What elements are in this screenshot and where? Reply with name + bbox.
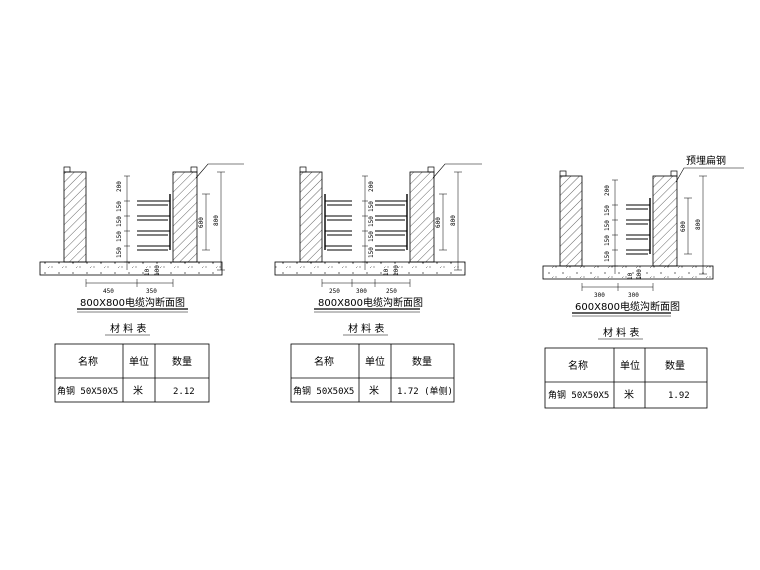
svg-text:100: 100	[154, 265, 161, 276]
svg-text:200: 200	[604, 185, 611, 196]
material-table-3: 材 料 表 名称 单位 数量 角钢 50X50X5 米 1.92	[544, 326, 708, 409]
dim-labels: 200 150 150 150 150 100 10 800 600 300 3…	[594, 185, 702, 299]
svg-text:300: 300	[628, 292, 639, 299]
svg-text:100: 100	[636, 269, 643, 280]
svg-text:250: 250	[386, 288, 397, 295]
svg-text:300: 300	[594, 292, 605, 299]
svg-text:10: 10	[383, 268, 390, 276]
svg-text:600: 600	[198, 217, 205, 228]
svg-text:800: 800	[695, 219, 702, 230]
cell-name: 角钢 50X50X5	[57, 385, 118, 397]
svg-text:800: 800	[450, 215, 457, 226]
cable-brackets	[626, 204, 650, 255]
right-wall	[652, 175, 678, 267]
header-qty: 数量	[665, 359, 685, 372]
table-title: 材 料 表	[348, 322, 384, 335]
left-wall	[299, 171, 323, 263]
svg-text:450: 450	[103, 288, 114, 295]
base-slab	[542, 265, 714, 280]
section-3: 预埋扁钢 200 150	[542, 154, 744, 317]
cell-unit: 米	[624, 388, 634, 401]
base-slab	[274, 261, 466, 276]
header-name: 名称	[314, 355, 334, 368]
header-name: 名称	[78, 355, 98, 368]
section-title: 800X800电缆沟断面图	[318, 296, 423, 309]
section-1: 200 150 150 150 150 100 10 800 600 450 3…	[39, 163, 244, 313]
svg-text:150: 150	[604, 205, 611, 216]
svg-text:600: 600	[435, 217, 442, 228]
svg-text:350: 350	[146, 288, 157, 295]
svg-text:150: 150	[604, 220, 611, 231]
svg-text:800: 800	[213, 215, 220, 226]
cell-qty: 1.92	[668, 391, 690, 401]
cell-name: 角钢 50X50X5	[548, 389, 609, 401]
svg-text:150: 150	[116, 201, 123, 212]
svg-text:150: 150	[604, 251, 611, 262]
left-wall	[63, 171, 87, 263]
svg-text:150: 150	[604, 235, 611, 246]
header-qty: 数量	[412, 355, 432, 368]
svg-text:600: 600	[680, 221, 687, 232]
section-2: 200 150 150 150 150 100 10 800 600 250 3…	[274, 163, 482, 313]
svg-text:150: 150	[116, 216, 123, 227]
cable-brackets	[137, 200, 170, 251]
cell-qty: 2.12	[173, 387, 195, 397]
dim-labels: 200 150 150 150 150 100 10 800 600 250 3…	[329, 181, 457, 295]
material-table-2: 材 料 表 名称 单位 数量 角钢 50X50X5 米 1.72 (单侧)	[290, 322, 455, 403]
section-title: 600X800电缆沟断面图	[575, 300, 680, 313]
header-unit: 单位	[365, 355, 385, 368]
base-slab	[39, 261, 223, 276]
table-title: 材 料 表	[603, 326, 639, 339]
header-unit: 单位	[620, 359, 640, 372]
svg-text:10: 10	[627, 272, 634, 280]
dim-labels: 200 150 150 150 150 100 10 800 600 450 3…	[103, 181, 220, 295]
table-title: 材 料 表	[110, 322, 146, 335]
svg-text:10: 10	[144, 268, 151, 276]
svg-text:150: 150	[368, 231, 375, 242]
cell-qty: 1.72 (单侧)	[397, 385, 453, 397]
material-table-1: 材 料 表 名称 单位 数量 角钢 50X50X5 米 2.12	[54, 322, 210, 403]
left-wall	[559, 175, 583, 267]
cable-brackets	[325, 200, 407, 251]
cell-name: 角钢 50X50X5	[293, 385, 354, 397]
callout-label: 预埋扁钢	[686, 154, 726, 167]
svg-text:200: 200	[116, 181, 123, 192]
svg-text:300: 300	[356, 288, 367, 295]
svg-text:100: 100	[393, 265, 400, 276]
header-qty: 数量	[172, 355, 192, 368]
svg-text:150: 150	[368, 201, 375, 212]
cell-unit: 米	[369, 384, 379, 397]
section-title: 800X800电缆沟断面图	[80, 296, 185, 309]
header-name: 名称	[568, 359, 588, 372]
svg-text:150: 150	[116, 231, 123, 242]
svg-text:200: 200	[368, 181, 375, 192]
svg-text:250: 250	[329, 288, 340, 295]
svg-text:150: 150	[116, 247, 123, 258]
svg-text:150: 150	[368, 216, 375, 227]
header-unit: 单位	[129, 355, 149, 368]
right-wall	[409, 171, 435, 263]
svg-text:150: 150	[368, 247, 375, 258]
cell-unit: 米	[133, 384, 143, 397]
right-wall	[172, 171, 198, 263]
